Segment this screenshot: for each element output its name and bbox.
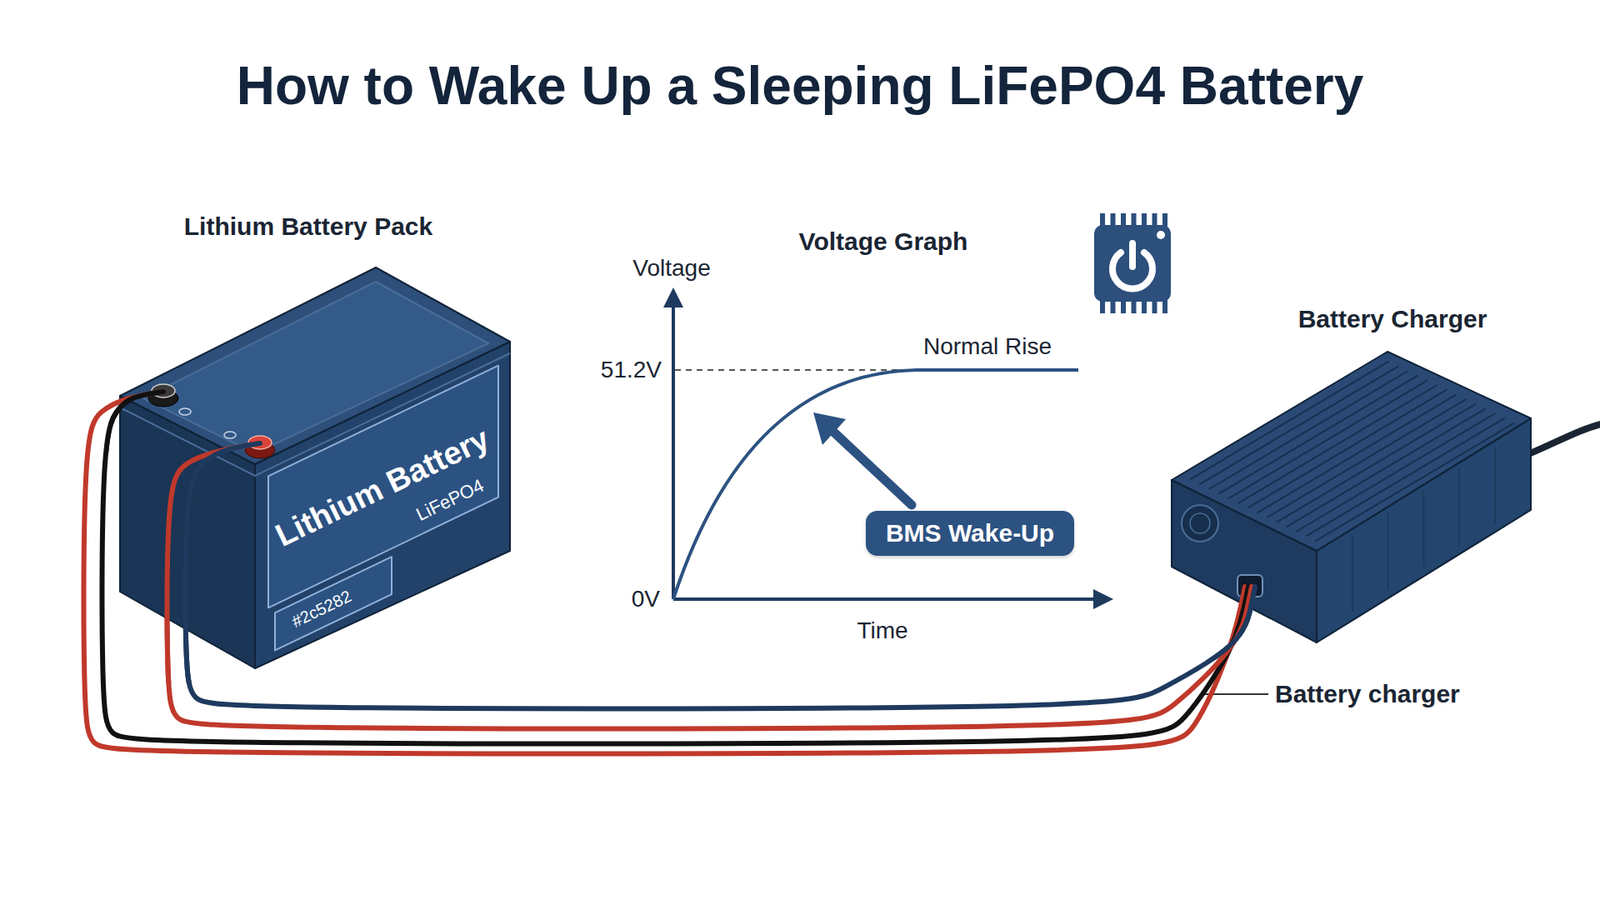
callout-arrow: [833, 431, 912, 505]
fan-grille: [1190, 513, 1210, 534]
fan-grille: [1181, 505, 1219, 542]
battery-pack: Lithium Battery PackLithium BatteryLiFeP…: [108, 208, 525, 684]
callout-text: BMS Wake-Up: [885, 519, 1055, 549]
polarity-mark: [224, 431, 236, 439]
graph-title: Voltage Graph: [799, 227, 969, 257]
wire-overlay: [108, 391, 525, 684]
x-axis-head: [1093, 589, 1114, 610]
voltage-graph: [663, 287, 1114, 610]
wire-overlay: [108, 391, 525, 684]
chip-pin: [1120, 213, 1126, 227]
wire-overlay: [1158, 443, 1255, 660]
chip-pin: [1120, 300, 1126, 314]
cooling-fin: [1305, 418, 1505, 537]
chip-pin: [1141, 300, 1147, 314]
side-rib: [1459, 469, 1461, 546]
part-label: Battery charger: [1275, 680, 1460, 710]
axis-label: Time: [856, 617, 908, 645]
wire-overlay: [1158, 391, 1249, 660]
chip-pin: [1100, 300, 1105, 314]
chip-pin: [1100, 213, 1105, 227]
side-rib: [1423, 491, 1425, 569]
tick-label: 0V: [631, 585, 660, 613]
diagram-title: How to Wake Up a Sleeping LiFePO4 Batter…: [236, 55, 1365, 118]
charger-top-face: [1171, 351, 1531, 551]
callout-arrow-head: [813, 412, 846, 445]
side-rib: [1387, 513, 1390, 590]
chip-pin: [1162, 213, 1168, 227]
callout-box: BMS Wake-Up: [865, 510, 1075, 557]
part-heading: Lithium Battery Pack: [184, 212, 433, 242]
part-heading: Battery Charger: [1298, 305, 1488, 335]
tick-label: 51.2V: [600, 356, 662, 384]
chip-pin: [1152, 300, 1158, 314]
wire-overlay: [1158, 443, 1252, 660]
y-axis: [671, 303, 675, 600]
side-rib: [1494, 447, 1496, 525]
cooling-fin: [1286, 408, 1486, 527]
battery-code-band: [275, 556, 392, 650]
battery-charger: Battery Charger: [1158, 293, 1550, 660]
polarity-mark: [179, 408, 191, 415]
power-symbol: [1129, 243, 1136, 267]
x-axis: [673, 597, 1095, 601]
chip-pin: [1141, 213, 1147, 227]
wire-overlay: [166, 443, 525, 684]
voltage-curve: [673, 370, 1079, 600]
battery-charger-art: [1158, 293, 1550, 660]
chip-pin: [1131, 213, 1137, 227]
y-axis-head: [663, 287, 684, 308]
chip-body: [1094, 225, 1171, 302]
cooling-fin: [1295, 413, 1495, 532]
chip-pin: [1110, 213, 1116, 227]
chip-icon: [1082, 213, 1183, 900]
cooling-fin: [1315, 422, 1515, 541]
curve-label: Normal Rise: [923, 333, 1052, 360]
chip-pin: [1152, 213, 1158, 227]
chip-pin: [1110, 300, 1116, 314]
side-rib: [1351, 535, 1354, 613]
chip-pin: [1162, 300, 1168, 314]
wire-overlay: [1158, 391, 1245, 660]
mains-cable: [1528, 423, 1600, 455]
axis-label: Voltage: [632, 255, 710, 282]
chip-dot: [1156, 230, 1165, 240]
chip-pin: [1131, 300, 1137, 314]
